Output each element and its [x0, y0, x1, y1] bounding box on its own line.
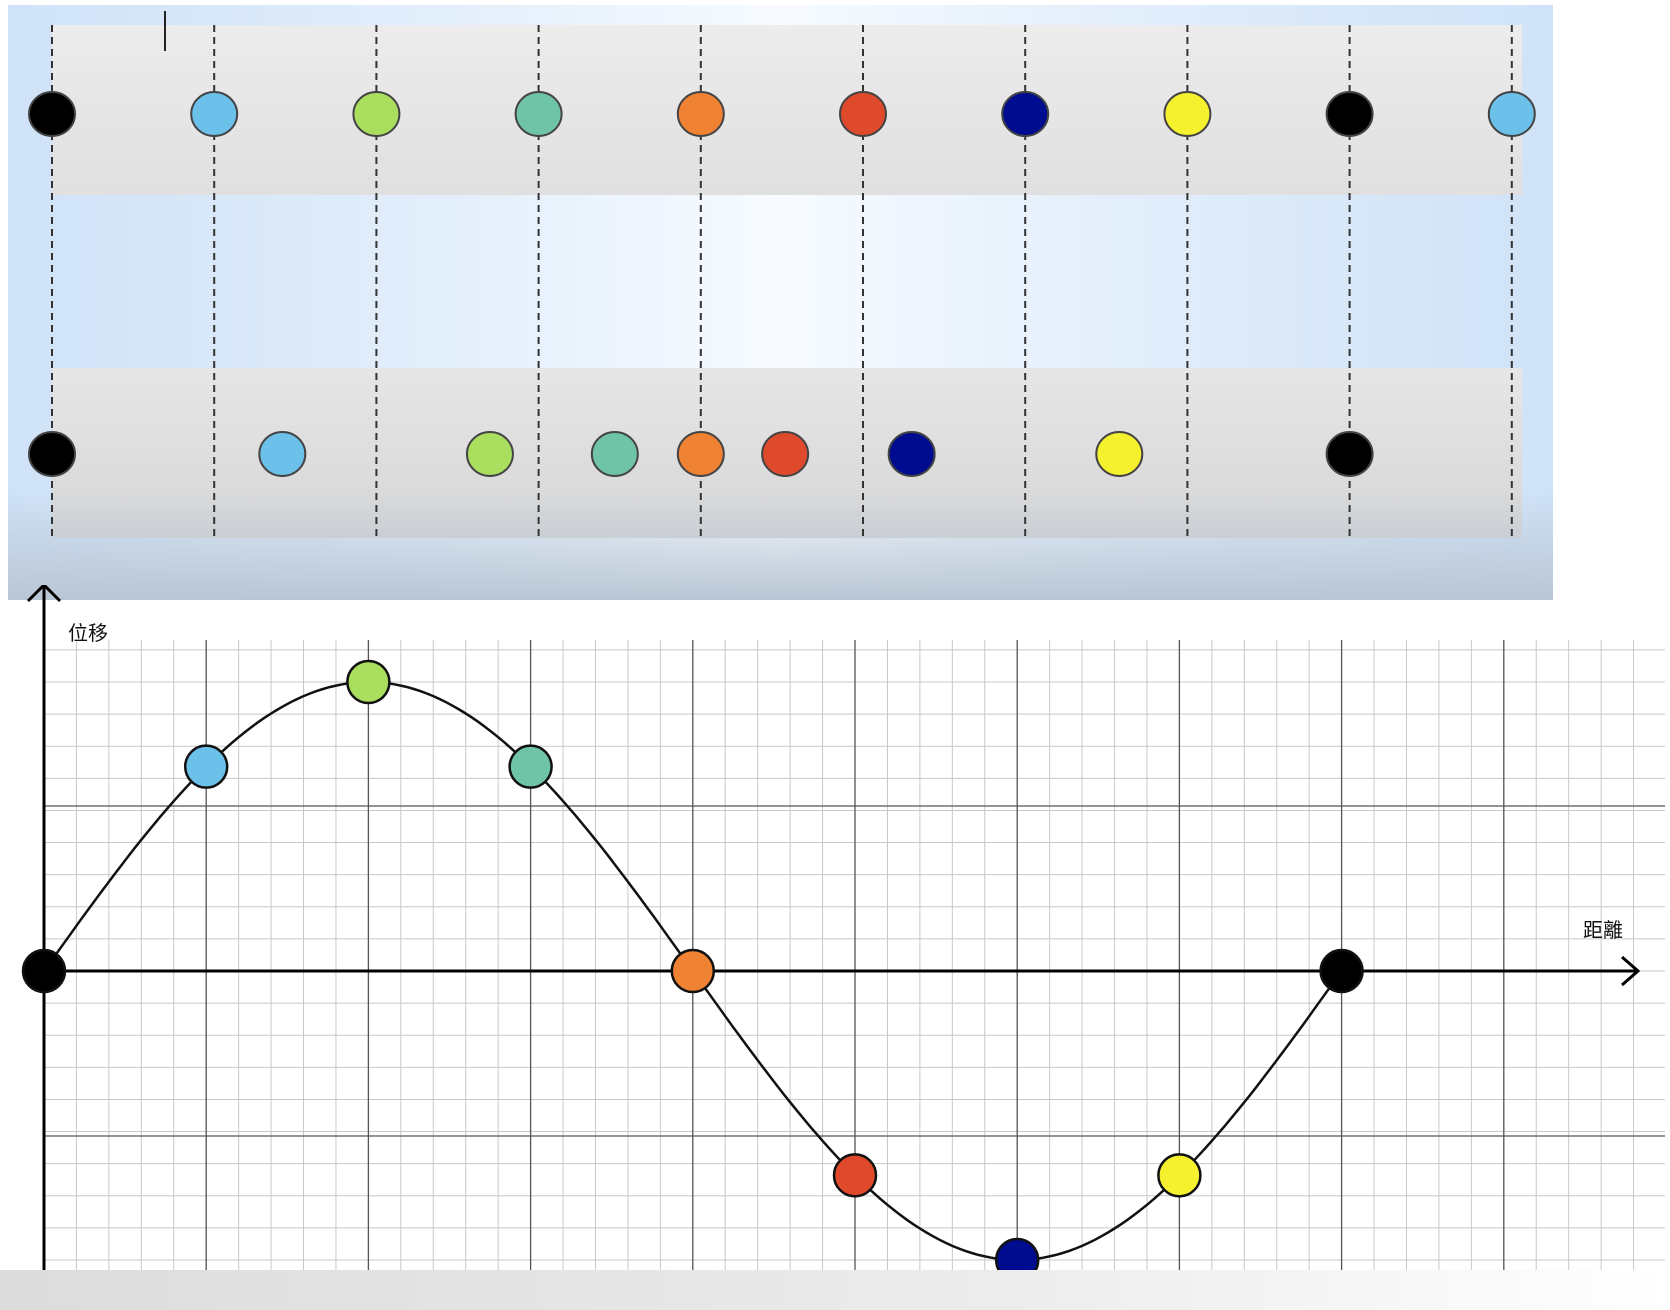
displaced-particle — [28, 431, 76, 477]
equilibrium-particle — [1001, 91, 1050, 137]
data-point — [21, 948, 67, 994]
equilibrium-particle — [676, 91, 725, 137]
equilibrium-particle — [28, 91, 76, 137]
equilibrium-particle — [1487, 91, 1536, 137]
equilibrium-particle — [839, 91, 887, 137]
text-cursor — [164, 11, 166, 51]
y-axis-arrow — [26, 585, 62, 603]
displaced-particle — [887, 431, 936, 477]
displacement-graph — [21, 585, 1665, 1310]
equilibrium-particle — [190, 91, 239, 137]
equilibrium-particle — [514, 91, 563, 137]
displaced-particle — [465, 431, 514, 477]
panel-shadow — [8, 490, 1553, 600]
data-point — [183, 744, 229, 789]
particle-panel — [8, 5, 1553, 600]
displaced-particle — [676, 431, 725, 477]
equilibrium-particle — [1163, 91, 1212, 137]
data-point — [346, 659, 391, 705]
particle-diagram — [28, 25, 1536, 540]
data-point — [670, 948, 716, 994]
data-point — [832, 1153, 878, 1198]
displaced-particle — [1325, 431, 1374, 477]
data-point — [508, 744, 553, 789]
displaced-particle — [258, 431, 307, 477]
bottom-fade — [0, 1270, 1670, 1310]
equilibrium-particle — [352, 91, 401, 137]
y-axis-label: 位移 — [68, 621, 108, 645]
displaced-particle — [590, 431, 639, 477]
equilibrium-particle — [1325, 91, 1374, 137]
data-point — [1319, 948, 1364, 994]
displaced-particle — [761, 431, 810, 477]
x-axis-arrow — [1621, 955, 1641, 987]
equilibrium-row-band — [52, 25, 1522, 195]
displaced-particle — [1095, 431, 1144, 477]
x-axis-label: 距離 — [1583, 918, 1623, 942]
data-point — [1157, 1153, 1202, 1198]
